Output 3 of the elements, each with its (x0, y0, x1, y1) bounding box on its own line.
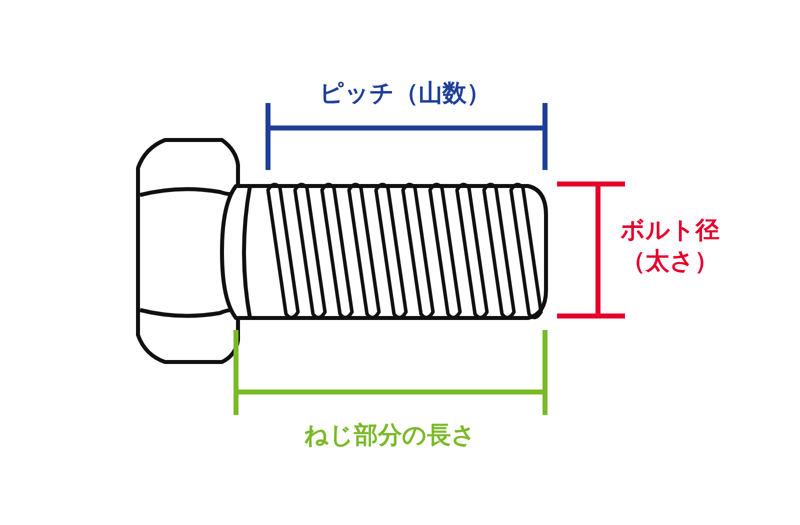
dimension-label: ねじ部分の長さ (303, 420, 477, 451)
dimension-label: ボルト径（太さ） (620, 215, 720, 278)
dimension-label: ピッチ（山数） (318, 78, 492, 109)
